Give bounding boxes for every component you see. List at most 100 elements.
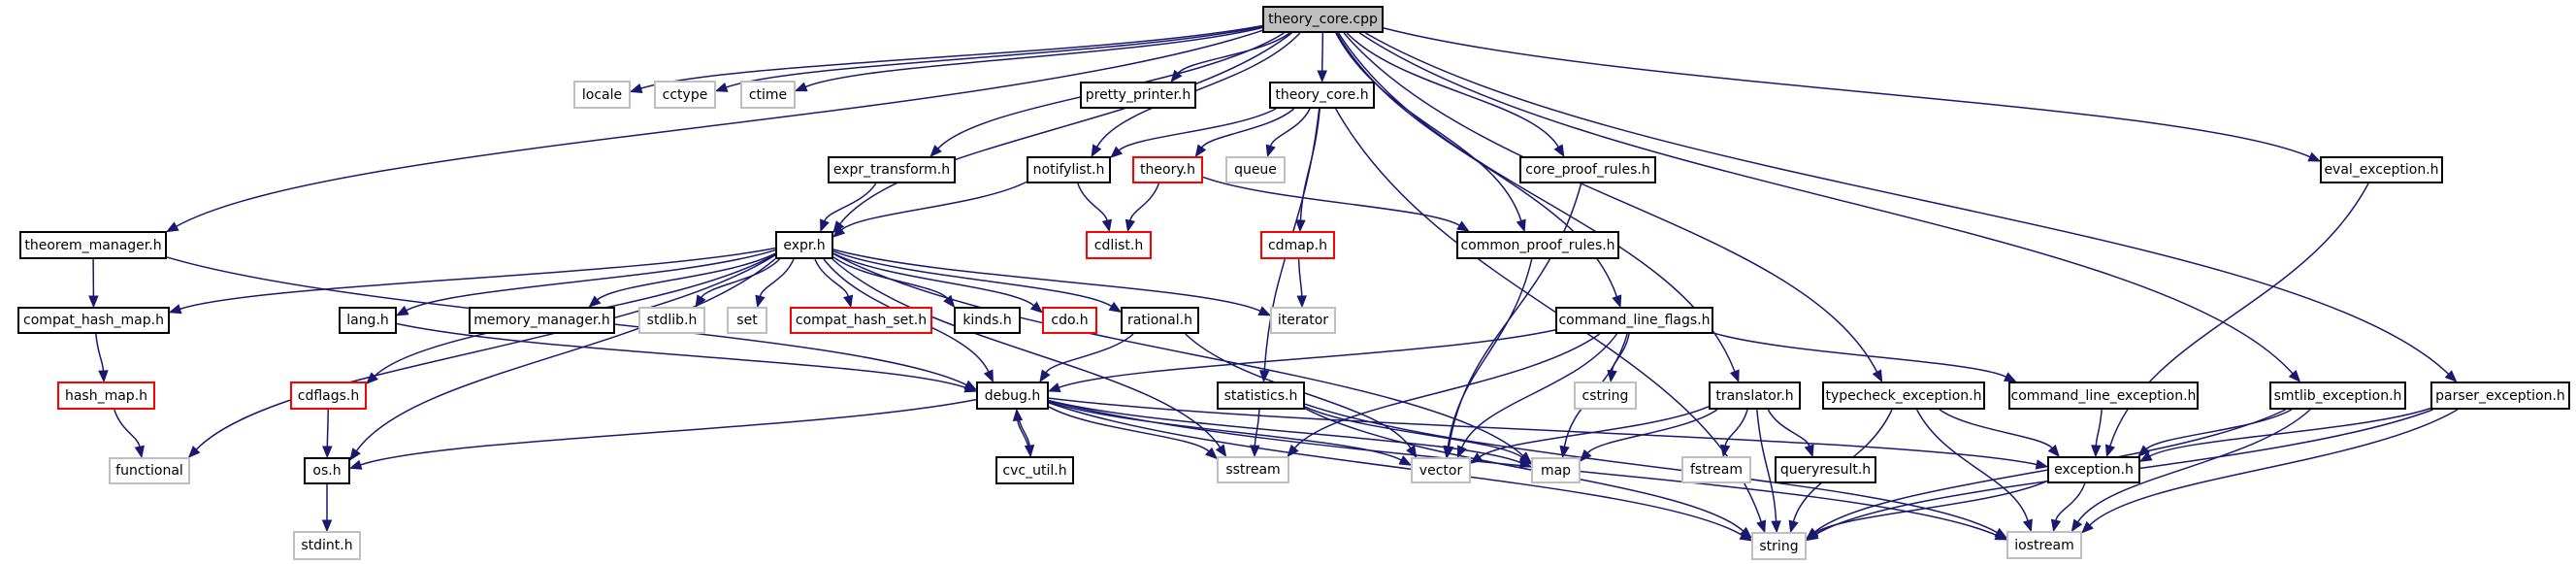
edge-typecheck-exception-h-to-iostream	[1915, 409, 2029, 521]
edge-theory-core-cpp-to-theorem-manager-h	[176, 29, 1263, 227]
node-label: locale	[581, 86, 623, 103]
edge-statistics-h-to-iostream	[1304, 403, 1998, 534]
edge-command-line-flags-h-to-sstream	[1293, 333, 1601, 449]
edge-typecheck-exception-h-to-exception-h	[1939, 409, 2053, 449]
edge-expr-h-to-functional	[195, 254, 776, 450]
node-expr-h[interactable]: expr.h	[775, 231, 833, 259]
arrowhead-icon	[98, 370, 109, 383]
arrowhead-icon	[1456, 445, 1467, 459]
edge-translator-h-to-fstream	[1724, 409, 1748, 447]
arrowhead-icon	[1398, 455, 1413, 466]
node-parser-exception-h[interactable]: parser_exception.h	[2430, 382, 2570, 410]
arrowhead-icon	[187, 446, 201, 458]
node-fstream: fstream	[1681, 456, 1751, 483]
node-label: theorem_manager.h	[24, 237, 162, 253]
node-cdlist-h[interactable]: cdlist.h	[1086, 231, 1152, 259]
arrowhead-icon	[349, 448, 361, 461]
edge-expr-h-to-map	[832, 252, 1524, 457]
edge-theory-h-to-common-proof-rules-h	[1202, 176, 1460, 226]
node-command-line-exception-h[interactable]: command_line_exception.h	[2008, 382, 2199, 410]
edge-expr-h-to-iterator	[832, 249, 1261, 313]
node-expr-transform-h[interactable]: expr_transform.h	[828, 156, 956, 183]
node-statistics-h[interactable]: statistics.h	[1217, 382, 1305, 410]
node-label: ctime	[748, 86, 788, 103]
node-label: typecheck_exception.h	[1825, 387, 1982, 404]
arrowhead-icon	[1039, 369, 1051, 383]
arrowhead-icon	[1553, 144, 1565, 158]
node-label: debug.h	[984, 387, 1041, 404]
arrowhead-icon	[1607, 369, 1617, 383]
node-kinds-h[interactable]: kinds.h	[954, 307, 1021, 334]
edge-exception-h-to-iostream	[2055, 482, 2086, 521]
node-label: cstring	[1581, 387, 1629, 404]
node-core-proof-rules-h[interactable]: core_proof_rules.h	[1519, 156, 1656, 183]
node-cdo-h[interactable]: cdo.h	[1042, 307, 1097, 334]
edge-expr-h-to-memory-manager-h	[597, 252, 776, 301]
edge-expr-h-to-set	[759, 258, 795, 297]
node-smtlib-exception-h[interactable]: smtlib_exception.h	[2269, 382, 2406, 410]
node-label: cctype	[662, 86, 708, 103]
node-cdmap-h[interactable]: cdmap.h	[1260, 231, 1335, 259]
node-notifylist-h[interactable]: notifylist.h	[1027, 156, 1111, 183]
arrowhead-icon	[395, 305, 409, 316]
edge-debug-h-to-sstream	[1048, 406, 1210, 452]
edge-theory-core-cpp-to-core-proof-rules-h	[1346, 32, 1559, 148]
edge-common-proof-rules-h-to-vector	[1447, 258, 1533, 448]
arrowhead-icon	[2444, 370, 2458, 382]
node-compat-hash-set-h[interactable]: compat_hash_set.h	[790, 307, 932, 334]
node-label: smtlib_exception.h	[2273, 387, 2402, 404]
node-debug-h[interactable]: debug.h	[976, 382, 1049, 410]
node-theory-core-h[interactable]: theory_core.h	[1269, 82, 1375, 109]
edge-theory-core-cpp-to-common-proof-rules-h	[1335, 32, 1522, 221]
arrowhead-icon	[348, 459, 363, 470]
arrowhead-icon	[1295, 219, 1306, 233]
arrowhead-icon	[794, 82, 808, 92]
node-pretty-printer-h[interactable]: pretty_printer.h	[1080, 82, 1196, 109]
edge-translator-h-to-string	[1756, 409, 1777, 522]
node-cvc-util-h[interactable]: cvc_util.h	[995, 456, 1074, 484]
edge-smtlib-exception-h-to-iostream	[2076, 409, 2311, 523]
node-label: stdint.h	[301, 538, 353, 553]
node-translator-h[interactable]: translator.h	[1709, 382, 1801, 410]
node-compat-hash-map-h[interactable]: compat_hash_map.h	[17, 307, 170, 334]
node-label: vector	[1418, 462, 1463, 479]
arrowhead-icon	[1756, 519, 1767, 534]
edge-theory-core-h-to-notifylist-h	[1118, 108, 1277, 151]
node-label: rational.h	[1127, 313, 1192, 328]
node-label: pretty_printer.h	[1085, 87, 1191, 103]
arrowhead-icon	[1110, 146, 1124, 159]
node-set: set	[727, 307, 767, 334]
arrowhead-icon	[1029, 301, 1044, 314]
node-theory-h[interactable]: theory.h	[1132, 156, 1203, 183]
node-command-line-flags-h[interactable]: command_line_flags.h	[1555, 307, 1713, 334]
node-label: memory_manager.h	[473, 313, 610, 328]
node-label: sstream	[1225, 462, 1281, 478]
arrowhead-icon	[134, 445, 145, 459]
node-label: statistics.h	[1223, 387, 1298, 404]
edge-theory-core-cpp-to-locale	[640, 24, 1263, 89]
node-os-h[interactable]: os.h	[304, 457, 350, 484]
node-queryresult-h[interactable]: queryresult.h	[1775, 456, 1876, 483]
arrowhead-icon	[168, 304, 182, 315]
arrowhead-icon	[1170, 69, 1183, 83]
arrowhead-icon	[2081, 520, 2094, 534]
node-theorem-manager-h[interactable]: theorem_manager.h	[19, 231, 167, 259]
node-exception-h[interactable]: exception.h	[2047, 456, 2140, 483]
node-label: cdmap.h	[1267, 237, 1327, 253]
node-rational-h[interactable]: rational.h	[1121, 307, 1199, 334]
edge-theory-core-cpp-to-expr-h	[839, 32, 1292, 225]
node-lang-h[interactable]: lang.h	[339, 307, 397, 334]
arrowhead-icon	[1805, 528, 1819, 541]
node-typecheck-exception-h[interactable]: typecheck_exception.h	[1822, 382, 1985, 410]
node-label: functional	[115, 463, 183, 479]
edge-expr-h-to-sstream	[831, 258, 1222, 448]
arrowhead-icon	[322, 446, 333, 459]
node-label: compat_hash_set.h	[795, 313, 928, 328]
node-common-proof-rules-h[interactable]: common_proof_rules.h	[1456, 231, 1619, 259]
node-eval-exception-h[interactable]: eval_exception.h	[2320, 156, 2443, 183]
node-hash-map-h[interactable]: hash_map.h	[57, 382, 155, 410]
node-memory-manager-h[interactable]: memory_manager.h	[469, 307, 615, 334]
edge-smtlib-exception-h-to-string	[1814, 409, 2286, 533]
node-cdflags-h[interactable]: cdflags.h	[290, 382, 367, 410]
